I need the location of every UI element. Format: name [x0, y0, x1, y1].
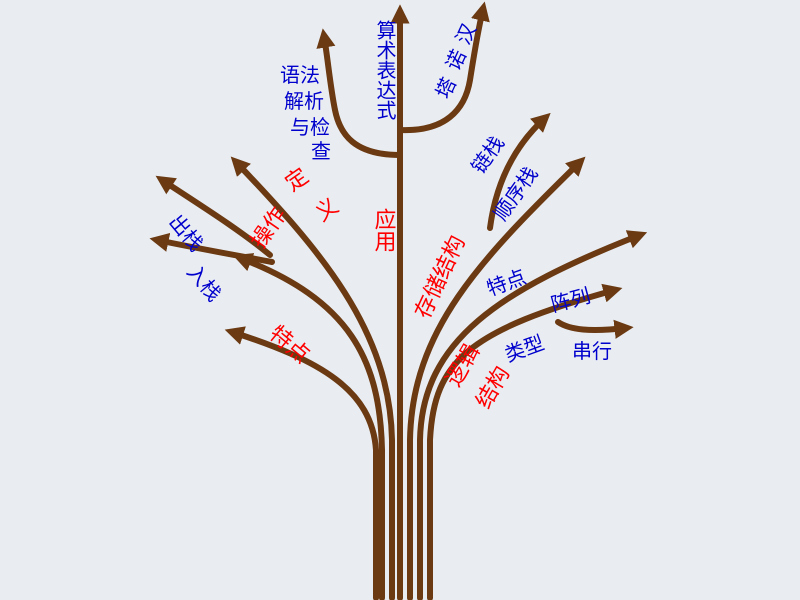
- svg-text:义: 义: [311, 194, 343, 227]
- label-ruzhan: 入栈: [182, 260, 226, 306]
- label-leixing: 类型: [502, 330, 548, 366]
- label-caozuo: 操作: [246, 203, 292, 253]
- label-suanshu: 算术表达式: [373, 20, 397, 120]
- svg-text:语法: 语法: [280, 63, 320, 87]
- label-tedian-right: 特点: [484, 264, 530, 300]
- label-yingyong: 应用: [371, 208, 397, 252]
- svg-text:查: 查: [311, 139, 331, 163]
- label-zhenlie: 阵列: [548, 283, 593, 317]
- label-yufa: 语法 解析 与检 查: [280, 63, 331, 163]
- label-cunchu: 存储结构: [411, 232, 471, 322]
- svg-text:塔: 塔: [431, 74, 461, 102]
- tree-trunk: [230, 4, 648, 600]
- label-lianzhan: 链栈: [466, 131, 509, 178]
- label-jiegou: 结构: [472, 362, 516, 413]
- branch-yufa: [316, 28, 403, 158]
- svg-text:诺: 诺: [441, 46, 471, 74]
- branch-ruzhan: [149, 232, 275, 265]
- svg-text:解析: 解析: [284, 89, 324, 113]
- svg-text:定: 定: [281, 164, 313, 197]
- label-chuanxing: 串行: [572, 339, 612, 363]
- svg-text:与检: 与检: [290, 115, 330, 139]
- branch-tedian-left: [224, 326, 379, 600]
- branch-hanuo: [397, 1, 490, 134]
- branch-chuzhan: [155, 175, 273, 258]
- branch-luoji: [427, 283, 623, 600]
- branch-chuanxing: [555, 319, 634, 339]
- branch-lianzhan: [487, 112, 551, 231]
